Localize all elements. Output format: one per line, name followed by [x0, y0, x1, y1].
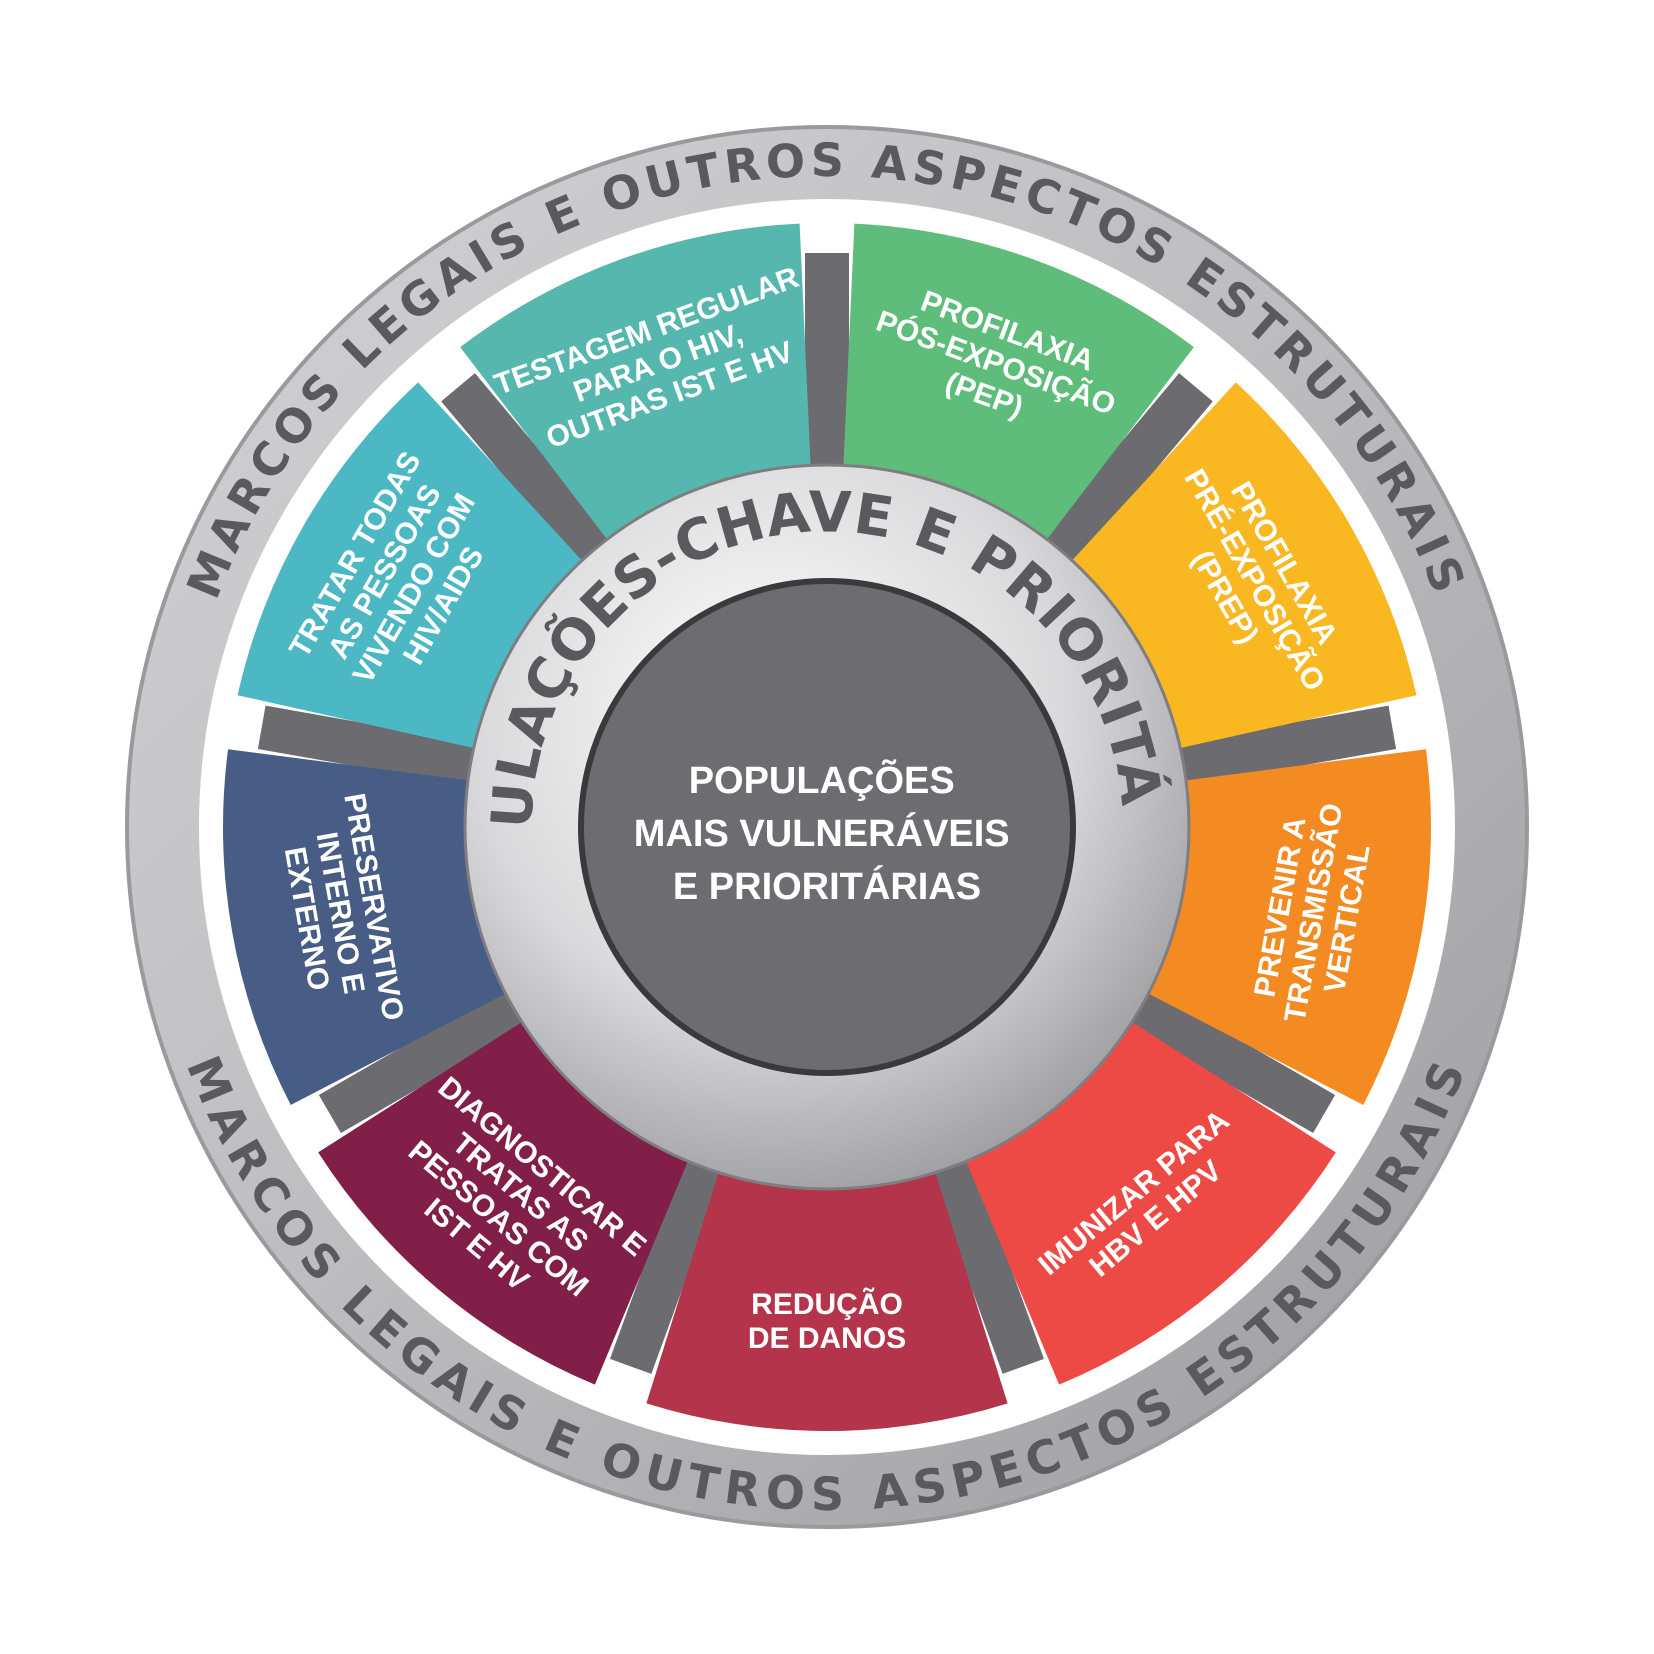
center-disc [578, 578, 1076, 1076]
segment-reducao-label-line: DE DANOS [748, 1322, 906, 1355]
segment-imunizar-shape [965, 1020, 1336, 1385]
segment-transmissao-shape [1146, 749, 1431, 1105]
separator-spoke [610, 1148, 728, 1374]
segment-pep: PROFILAXIAPÓS-EXPOSIÇÃO(PEP) [843, 223, 1194, 542]
segments-group: TESTAGEM REGULARPARA O HIV,OUTRAS IST E … [223, 223, 1431, 1432]
ring-arrow-right [1524, 880, 1614, 892]
segment-diagnosticar-shape [318, 1020, 689, 1385]
separator-spoke [1035, 373, 1213, 574]
segment-imunizar: IMUNIZAR PARAHBV E HPV [965, 1020, 1336, 1385]
segment-testagem: TESTAGEM REGULARPARA O HIV,OUTRAS IST E … [460, 223, 811, 542]
segment-preservativo-shape [223, 749, 508, 1105]
separator-spoke [1167, 705, 1397, 788]
ring-arrow-left [40, 760, 130, 772]
segment-preservativo: PRESERVATIVOINTERNO EEXTERNO [223, 749, 508, 1105]
segment-transmissao-label: PREVENIR ATRANSMISSÃOVERTICAL [1245, 795, 1383, 1031]
segment-tratar-shape [237, 382, 584, 749]
segment-reducao-shape [646, 1170, 1008, 1432]
segment-reducao-label-line: REDUÇÃO [751, 1287, 903, 1321]
outer-ring-band [127, 127, 1527, 1527]
center-line-3: E PRIORITÁRIAS [673, 864, 981, 908]
outer-ring-rim [125, 125, 1529, 1529]
separator-spoke [1119, 982, 1336, 1134]
segment-tratar: TRATAR TODASAS PESSOASVIVENDO COMHIV/AID… [237, 382, 584, 749]
center-line-2: MAIS VULNERÁVEIS [634, 811, 1010, 855]
center-circle: POPULAÇÕES MAIS VULNERÁVEIS E PRIORITÁRI… [578, 578, 1076, 1076]
separator-spoke [318, 982, 535, 1134]
separator-spokes [257, 253, 1397, 1374]
segment-prep-shape [1070, 382, 1417, 749]
separator-spoke [926, 1148, 1044, 1374]
svg-text:POPULAÇÕES MAIS VULNERÁV: POPULAÇÕES MAIS VULNERÁVEIS E PRIORITÁRI… [634, 758, 1020, 908]
segment-diagnosticar: DIAGNOSTICAR ETRATAS ASPESSOAS COMIST E … [318, 1020, 689, 1385]
separator-spoke [441, 373, 619, 574]
center-line-1: POPULAÇÕES [689, 758, 955, 802]
separator-spoke [257, 705, 487, 788]
segment-transmissao: PREVENIR ATRANSMISSÃOVERTICAL [1146, 749, 1431, 1105]
segment-pep-shape [843, 223, 1194, 542]
segment-testagem-shape [460, 223, 811, 542]
segment-prep: PROFILAXIAPRÉ-EXPOSIÇÃO(PREP) [1070, 382, 1417, 749]
